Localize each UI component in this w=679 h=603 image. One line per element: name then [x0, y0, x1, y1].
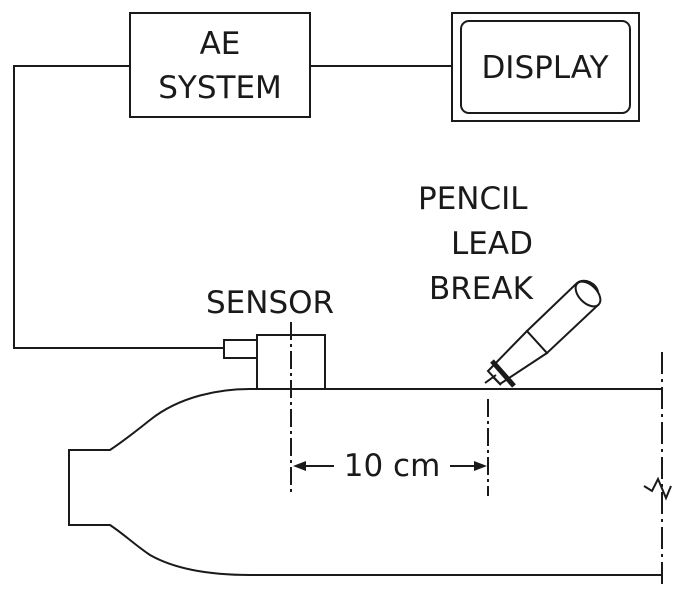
sensor-label: SENSOR	[206, 285, 334, 321]
vessel-break-zigzag	[643, 476, 672, 501]
display-label: DISPLAY	[481, 50, 608, 86]
pencil-label-line1: PENCIL	[418, 181, 528, 217]
ae-system-label-line1: AE	[200, 26, 241, 62]
ae-system-box: AE SYSTEM	[129, 12, 311, 118]
display-box: DISPLAY	[451, 12, 640, 122]
distance-label: 10 cm	[344, 448, 441, 484]
pencil-label-line3: BREAK	[429, 271, 534, 307]
sensor-cable	[13, 65, 224, 349]
pencil-icon	[484, 279, 602, 388]
vessel-outline	[68, 388, 662, 576]
pencil-label-line2: LEAD	[451, 226, 533, 262]
sensor	[223, 334, 326, 390]
distance-dimension: 10 cm	[293, 448, 487, 484]
ae-system-label-line2: SYSTEM	[158, 70, 282, 106]
